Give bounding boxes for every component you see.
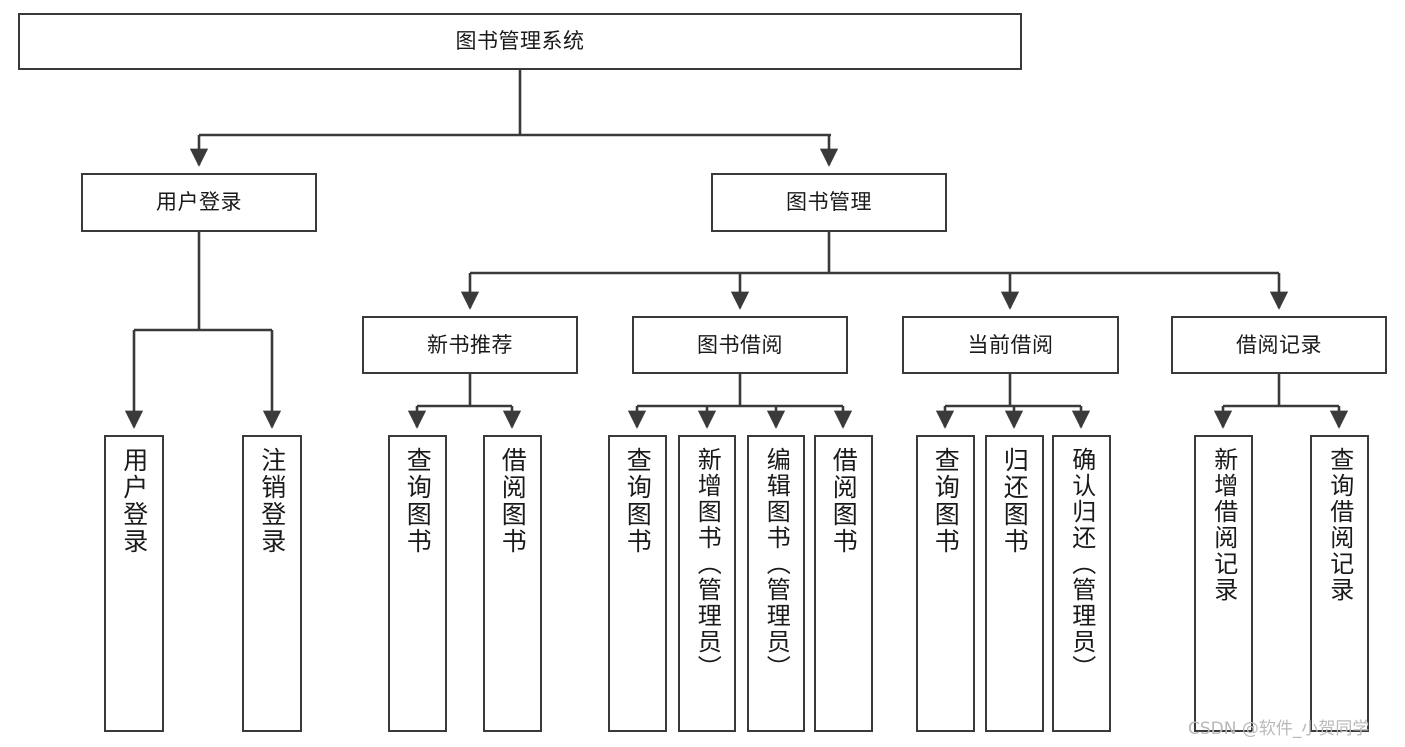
watermark: CSDN @软件_小贺同学 [1188, 719, 1370, 739]
node-leaf-logout-label: 注销登录 [257, 447, 287, 555]
node-leaf-edit-book[interactable]: 编辑图书（管理员） [747, 435, 805, 732]
node-leaf-logout[interactable]: 注销登录 [242, 435, 302, 732]
node-leaf-borrow-book-2-label: 借阅图书 [829, 447, 859, 555]
node-leaf-add-record-label: 新增借阅记录 [1209, 447, 1238, 603]
node-leaf-borrow-book-1[interactable]: 借阅图书 [483, 435, 542, 732]
node-leaf-confirm-return[interactable]: 确认归还（管理员） [1052, 435, 1111, 732]
node-current-borrow[interactable]: 当前借阅 [902, 316, 1119, 374]
node-leaf-return-book-label: 归还图书 [1000, 447, 1030, 555]
node-leaf-confirm-return-label: 确认归还（管理员） [1067, 447, 1096, 681]
node-borrow-record[interactable]: 借阅记录 [1171, 316, 1387, 374]
node-leaf-edit-book-label: 编辑图书（管理员） [762, 447, 791, 681]
node-book-borrow-label: 图书借阅 [697, 332, 783, 357]
node-leaf-borrow-book-2[interactable]: 借阅图书 [814, 435, 873, 732]
node-borrow-record-label: 借阅记录 [1236, 332, 1322, 357]
node-leaf-add-book[interactable]: 新增图书（管理员） [678, 435, 736, 732]
node-leaf-query-book-2[interactable]: 查询图书 [608, 435, 667, 732]
node-root-label: 图书管理系统 [455, 29, 585, 54]
node-leaf-add-record[interactable]: 新增借阅记录 [1194, 435, 1253, 732]
node-leaf-borrow-book-1-label: 借阅图书 [498, 447, 528, 555]
node-leaf-query-book-1-label: 查询图书 [403, 447, 433, 555]
node-current-borrow-label: 当前借阅 [967, 332, 1054, 357]
node-leaf-return-book[interactable]: 归还图书 [985, 435, 1044, 732]
node-leaf-add-book-label: 新增图书（管理员） [693, 447, 722, 681]
node-book-borrow[interactable]: 图书借阅 [632, 316, 848, 374]
node-leaf-query-book-1[interactable]: 查询图书 [388, 435, 447, 732]
node-leaf-user-login-label: 用户登录 [119, 447, 149, 555]
node-leaf-query-book-3-label: 查询图书 [931, 447, 961, 555]
node-leaf-query-record[interactable]: 查询借阅记录 [1310, 435, 1369, 732]
node-book-manage[interactable]: 图书管理 [711, 173, 947, 232]
node-leaf-query-book-3[interactable]: 查询图书 [916, 435, 975, 732]
node-user-login-label: 用户登录 [156, 190, 242, 215]
node-leaf-query-record-label: 查询借阅记录 [1325, 447, 1354, 603]
node-new-book-recommend-label: 新书推荐 [427, 332, 513, 357]
node-book-manage-label: 图书管理 [786, 190, 872, 215]
node-root[interactable]: 图书管理系统 [18, 13, 1022, 70]
node-user-login[interactable]: 用户登录 [81, 173, 317, 232]
node-new-book-recommend[interactable]: 新书推荐 [362, 316, 578, 374]
node-leaf-user-login[interactable]: 用户登录 [104, 435, 164, 732]
node-leaf-query-book-2-label: 查询图书 [623, 447, 653, 555]
